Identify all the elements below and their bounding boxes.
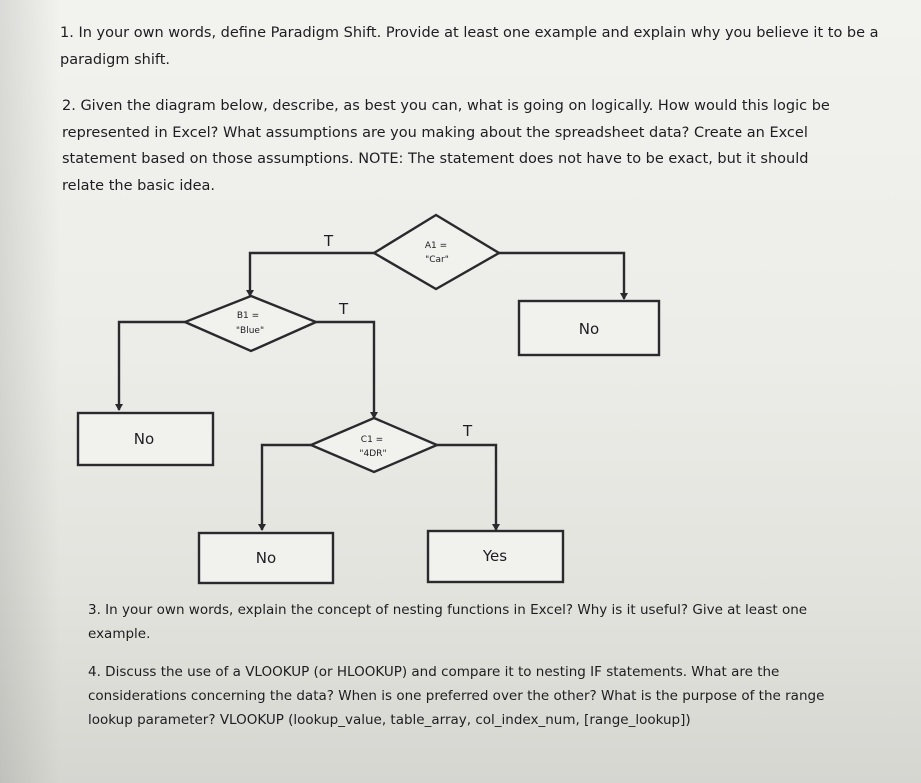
page-shadow (0, 0, 60, 783)
connector-b1-true (316, 320, 378, 419)
true-label-b1: T (338, 300, 349, 318)
question-2: 2. Given the diagram below, describe, as… (62, 98, 830, 194)
decision-b1-line1: B1 = (237, 311, 259, 321)
question-4: 4. Discuss the use of a VLOOKUP (or HLOO… (88, 664, 825, 728)
decision-c1-diamond (307, 416, 441, 474)
connector-c1-true (437, 443, 500, 531)
question-1: 1. In your own words, define Paradigm Sh… (60, 25, 879, 68)
connector-a1-true (246, 251, 374, 297)
connector-a1-false (499, 251, 628, 300)
result-label-a1-no: No (579, 320, 599, 338)
result-label-c1-no: No (256, 549, 276, 567)
result-box-a1-no (517, 299, 661, 357)
result-box-c1-yes (426, 529, 565, 584)
decision-a1-diamond (371, 213, 502, 291)
result-box-c1-no (197, 531, 335, 585)
question-3: 3. In your own words, explain the concep… (88, 602, 808, 642)
decision-c1-line1: C1 = (361, 435, 383, 445)
decision-a1-line2: "Car" (425, 255, 449, 265)
result-label-b1-no: No (134, 430, 154, 448)
true-label-c1: T (462, 422, 473, 440)
decision-a1-line1: A1 = (425, 241, 447, 251)
true-label-a1: T (323, 232, 334, 250)
result-label-c1-yes: Yes (482, 547, 507, 565)
connector-c1-false (258, 443, 311, 531)
connector-b1-false (115, 320, 185, 411)
decision-c1-line2: "4DR" (359, 449, 386, 459)
result-box-b1-no (76, 411, 215, 467)
decision-b1-line2: "Blue" (236, 326, 264, 336)
decision-b1-diamond (181, 294, 320, 353)
